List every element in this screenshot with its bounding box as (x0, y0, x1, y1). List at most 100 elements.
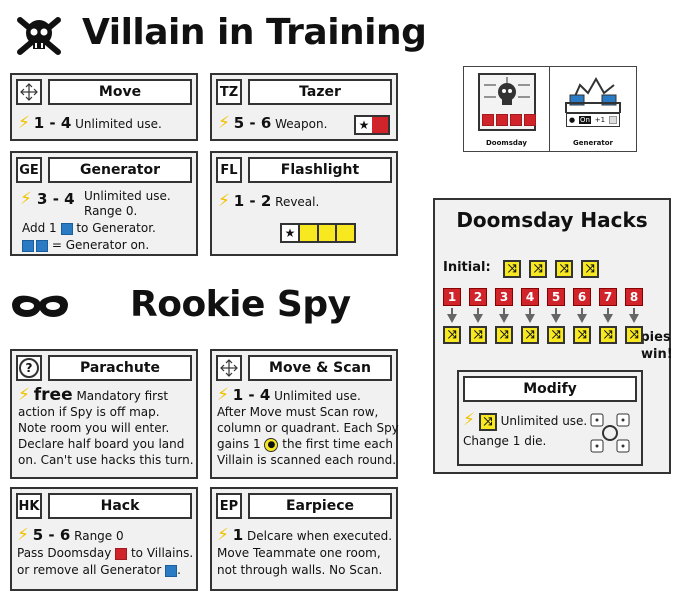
card-text: to Villains. (130, 546, 194, 560)
card-title: Parachute (48, 355, 192, 381)
win-label: win! (641, 347, 673, 362)
shuffle-token-icon: ⤨ (495, 326, 513, 344)
arrow-stem (503, 308, 505, 314)
lightning-icon: ⚡ (218, 191, 230, 211)
generator-tile: ● On +1 Generator (550, 67, 636, 151)
card-text: Delcare when executed. (247, 529, 393, 543)
villain-heading: Villain in Training (82, 12, 427, 53)
red-square (482, 114, 494, 126)
earpiece-card[interactable]: EP Earpiece ⚡ 1 Delcare when executed. M… (210, 487, 398, 591)
lightning-icon: ⚡ (18, 385, 30, 405)
arrow-down-icon (473, 314, 483, 323)
arrow-down-icon (525, 314, 535, 323)
card-title: Hack (48, 493, 192, 519)
arrow-down-icon (577, 314, 587, 323)
star-track: ★ (354, 115, 390, 135)
generator-card[interactable]: GE Generator ⚡ 3 - 4 Unlimited use. Rang… (10, 151, 198, 256)
card-code: GE (16, 157, 42, 183)
arrow-stem (477, 308, 479, 314)
arrow-stem (607, 308, 609, 314)
card-code: ? (19, 358, 39, 378)
red-square (115, 547, 128, 560)
card-text: to Generator. (76, 221, 156, 235)
card-text: = Generator on. (51, 238, 150, 252)
card-text: Range 0 (74, 529, 124, 543)
yellow-square (337, 225, 355, 241)
blue-square (22, 239, 34, 252)
shuffle-token-icon: ⤨ (503, 260, 521, 278)
lightning-icon: ⚡ (20, 189, 32, 209)
shuffle-token-icon: ⤨ (469, 326, 487, 344)
card-range: 5 - 6 (32, 526, 71, 544)
blue-square (36, 239, 48, 252)
modify-text: Unlimited use. (500, 414, 588, 428)
shuffle-token-icon: ⤨ (529, 260, 547, 278)
arrow-down-icon (551, 314, 561, 323)
grey-square (609, 116, 617, 124)
card-text: Add 1 (22, 221, 57, 235)
generator-device-icon: ● On +1 (558, 73, 628, 131)
component-legend: Doomsday ● On +1 Generator (463, 66, 637, 152)
card-range: 3 - 4 (37, 190, 75, 208)
card-code: EP (216, 493, 242, 519)
card-text: column or quadrant. Each Spy (217, 421, 399, 435)
flashlight-card[interactable]: FL Flashlight ⚡ 1 - 2 Reveal. ★ (210, 151, 398, 256)
card-range: free (33, 385, 73, 405)
shuffle-token-icon: ⤨ (521, 326, 539, 344)
shuffle-token-icon: ⤨ (581, 260, 599, 278)
arrow-stem (555, 308, 557, 314)
arrow-stem (581, 308, 583, 314)
generator-plus-label: +1 (594, 116, 606, 124)
card-range: 1 - 2 (233, 192, 272, 210)
eye-icon: ● (568, 116, 576, 124)
skull-crossbones-icon (14, 14, 64, 58)
red-square (524, 114, 536, 126)
yellow-square (318, 225, 338, 241)
card-code: HK (16, 493, 42, 519)
shuffle-token-icon: ⤨ (599, 326, 617, 344)
generator-label: Generator (572, 139, 613, 147)
tazer-card[interactable]: TZ Tazer ⚡ 5 - 6 Weapon. ★ (210, 73, 398, 141)
blue-square (165, 564, 178, 577)
card-text: Note room you will enter. (18, 421, 170, 435)
lightning-icon: ⚡ (17, 525, 29, 545)
doomsday-hacks-panel: Doomsday Hacks Initial: ⤨ ⤨ ⤨ ⤨ Spies wi… (433, 198, 673, 474)
shuffle-token-icon: ⤨ (555, 260, 573, 278)
step-number-box: 5 (547, 288, 565, 306)
card-range: 1 (232, 526, 244, 544)
parachute-card[interactable]: ? Parachute ⚡ free Mandatory first actio… (10, 349, 198, 479)
card-text: After Move must Scan row, (217, 405, 379, 419)
step-number-box: 1 (443, 288, 461, 306)
modify-card[interactable]: Modify ⚡ ⤨ Unlimited use. Change 1 die. (457, 370, 643, 466)
card-text: Pass Doomsday (17, 546, 112, 560)
hack-card[interactable]: HK Hack ⚡ 5 - 6 Range 0 Pass Doomsday to… (10, 487, 198, 591)
shuffle-token-icon: ⤨ (547, 326, 565, 344)
arrow-stem (529, 308, 531, 314)
move-scan-card[interactable]: Move & Scan ⚡ 1 - 4 Unlimited use. After… (210, 349, 399, 479)
red-square (496, 114, 508, 126)
spy-mask-icon (10, 292, 70, 322)
lightning-icon: ⚡ (463, 410, 475, 430)
lightning-icon: ⚡ (217, 385, 229, 405)
card-text: on. Can't use hacks this turn. (18, 453, 194, 467)
card-text: action if Spy is off map. (18, 405, 160, 419)
shuffle-token-icon: ⤨ (478, 412, 497, 431)
lightning-icon: ⚡ (218, 113, 230, 133)
spy-heading: Rookie Spy (130, 284, 351, 325)
card-text: Villain is scanned each round. (217, 453, 397, 467)
arrow-down-icon (447, 314, 457, 323)
step-number-box: 6 (573, 288, 591, 306)
red-square (372, 117, 388, 133)
card-text: gains 1 (217, 437, 261, 451)
shuffle-token-icon: ⤨ (625, 326, 643, 344)
arrow-down-icon (629, 314, 639, 323)
card-text: Reveal. (275, 195, 320, 209)
card-title: Move (48, 79, 192, 105)
step-number-box: 7 (599, 288, 617, 306)
modify-text: Change 1 die. (463, 434, 547, 448)
doomsday-label: Doomsday (486, 139, 527, 147)
yellow-square (300, 225, 319, 241)
move-card[interactable]: Move ⚡ 1 - 4 Unlimited use. (10, 73, 198, 141)
panel-title: Doomsday Hacks (456, 208, 648, 232)
card-text: Mandatory first (76, 389, 169, 403)
